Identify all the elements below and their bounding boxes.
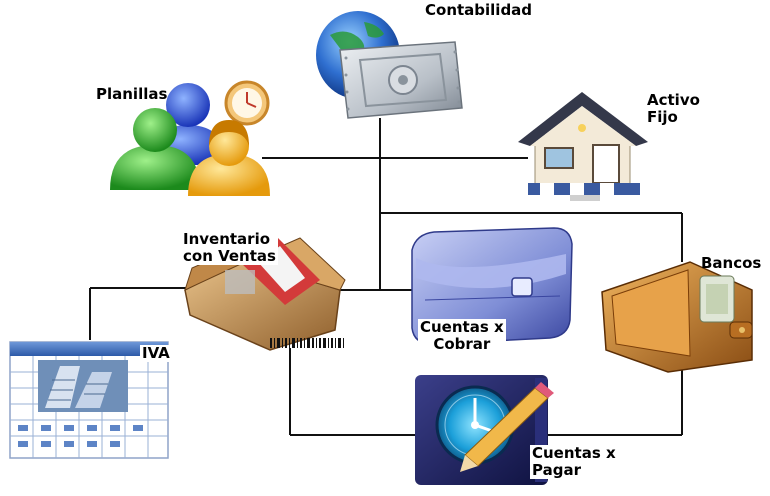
person-yellow-icon: [188, 154, 270, 196]
label-inventario-line1: Inventario: [183, 230, 271, 248]
label-cuentas-cobrar-line1: Cuentas x: [420, 318, 504, 336]
planillas-icon[interactable]: [110, 80, 270, 196]
label-bancos: Bancos: [701, 254, 762, 272]
label-iva: IVA: [140, 344, 172, 362]
person-green-icon: [110, 145, 200, 190]
label-planillas: Planillas: [96, 85, 168, 103]
connector-lines: [89, 118, 683, 436]
cuentas-cobrar-icon[interactable]: [411, 227, 573, 345]
bancos-icon[interactable]: [601, 261, 753, 373]
activo-fijo-icon[interactable]: [518, 92, 648, 201]
label-cuentas-pagar-line2: Pagar: [532, 461, 581, 479]
label-inventario-line2: con Ventas: [183, 247, 276, 265]
cuentas-pagar-icon[interactable]: [415, 375, 554, 485]
label-inventario: Inventario con Ventas: [181, 231, 278, 265]
label-cuentas-pagar: Cuentas x Pagar: [530, 445, 618, 479]
label-contabilidad: Contabilidad: [425, 1, 533, 19]
contabilidad-icon[interactable]: [316, 11, 463, 119]
label-activo-fijo-line1: Activo: [647, 91, 700, 109]
barcode-icon: [270, 338, 344, 348]
label-cuentas-pagar-line1: Cuentas x: [532, 444, 616, 462]
label-activo-fijo: Activo Fijo: [647, 92, 700, 126]
label-activo-fijo-line2: Fijo: [647, 108, 678, 126]
label-cuentas-cobrar: Cuentas x Cobrar: [418, 319, 506, 353]
label-cuentas-cobrar-line2: Cobrar: [433, 335, 491, 353]
